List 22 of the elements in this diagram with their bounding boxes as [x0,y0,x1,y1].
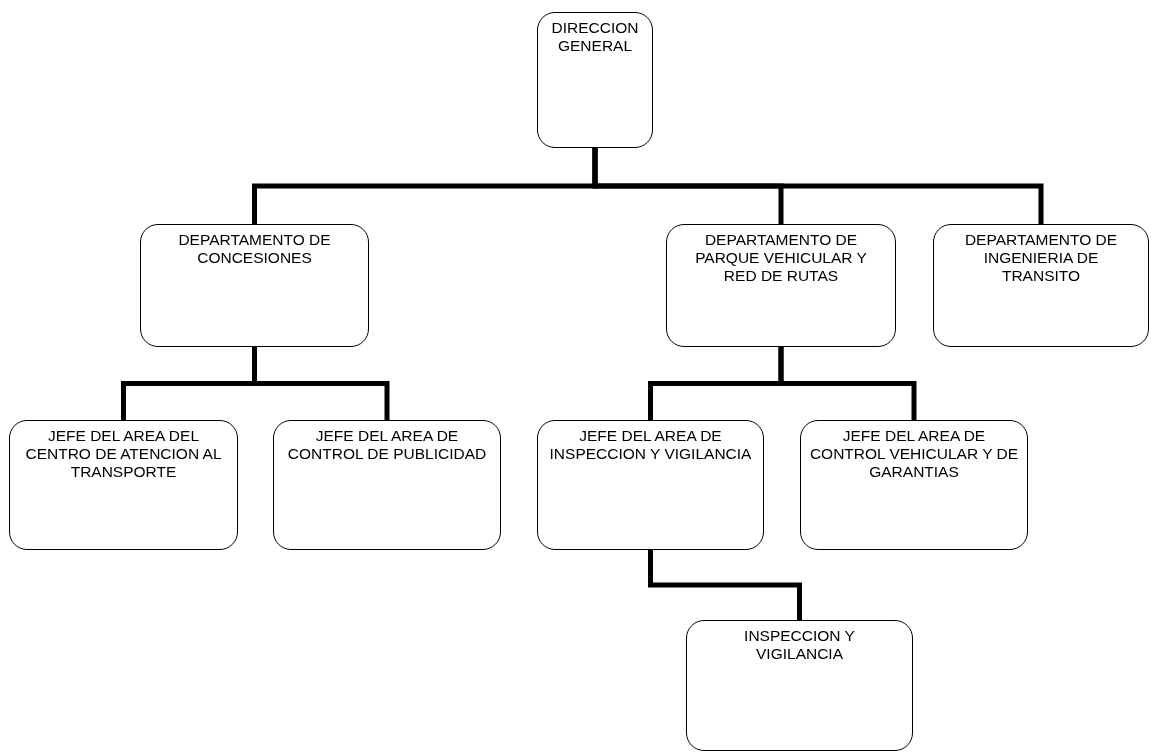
connector-line [592,148,1044,224]
box-label: JEFE DEL AREA DEL CENTRO DE ATENCION AL TRANSPORTE [24,427,223,481]
connector-line [778,347,917,420]
box-label: DIRECCION GENERAL [551,19,639,55]
org-box [273,420,501,550]
connector-line [648,550,802,620]
org-box [537,12,653,148]
box-label: JEFE DEL AREA DE CONTROL VEHICULAR Y DE GARANTIAS [808,427,1020,481]
org-box [537,420,764,550]
org-box [666,224,896,347]
box-label: DEPARTAMENTO DE CONCESIONES [177,231,332,267]
box-label: DEPARTAMENTO DE INGENIERIA DE TRANSITO [963,231,1119,285]
org-box [140,224,369,347]
box-label: JEFE DEL AREA DE INSPECCION Y VIGILANCIA [548,427,753,463]
box-label: DEPARTAMENTO DE PARQUE VEHICULAR Y RED DE RUTAS [694,231,868,285]
org-box [686,620,913,751]
box-label: INSPECCION Y VIGILANCIA [743,627,856,663]
org-box [9,420,238,550]
box-label: JEFE DEL AREA DE CONTROL DE PUBLICIDAD [286,427,488,463]
org-box [800,420,1028,550]
org-box [933,224,1149,347]
connector-line [252,347,390,420]
